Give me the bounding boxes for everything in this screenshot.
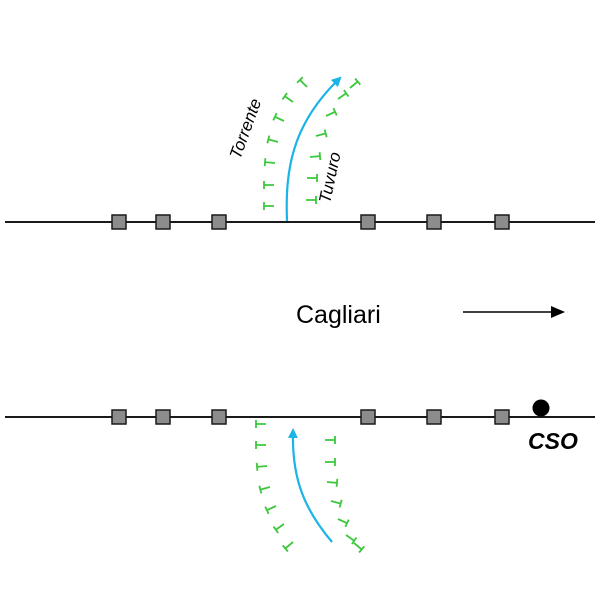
- vegetation-icon: [255, 462, 268, 471]
- vegetation-icon: [326, 478, 339, 487]
- upper-road: [5, 214, 595, 230]
- vegetation-icon: [296, 76, 308, 88]
- river-flow-arrow: [287, 428, 333, 543]
- lower-road: [5, 409, 595, 425]
- vegetation-icon: [345, 534, 358, 545]
- cso-label: CSO: [528, 428, 578, 454]
- road-node: [211, 409, 227, 425]
- road-node: [426, 214, 442, 230]
- vegetation-icon: [315, 129, 328, 138]
- vegetation-icon: [306, 196, 317, 204]
- vegetation-icon: [258, 485, 271, 494]
- vegetation-icon: [325, 436, 336, 444]
- vegetation-icon: [349, 77, 361, 89]
- vegetation-icon: [263, 181, 274, 189]
- road-node: [155, 214, 171, 230]
- river-label-torrente: Torrente: [226, 96, 265, 161]
- vegetation-icon: [325, 107, 338, 117]
- vegetation-icon: [272, 523, 285, 534]
- vegetation-icon: [309, 152, 322, 161]
- vegetation-icon: [263, 158, 276, 167]
- road-node: [494, 409, 510, 425]
- vegetation-icon: [266, 135, 279, 144]
- vegetation-icon: [337, 89, 350, 100]
- vegetation-icon: [330, 499, 343, 508]
- road-node: [111, 214, 127, 230]
- cso-point: [532, 399, 550, 417]
- road-node: [360, 214, 376, 230]
- upper-river: [263, 76, 361, 222]
- vegetation-markers: [263, 76, 361, 210]
- road-node: [360, 409, 376, 425]
- road-node: [211, 214, 227, 230]
- vegetation-icon: [272, 112, 285, 122]
- vegetation-icon: [281, 92, 294, 103]
- vegetation-icon: [255, 441, 266, 449]
- vegetation-markers: [255, 420, 365, 554]
- river-flow-arrow: [285, 76, 342, 222]
- vegetation-icon: [307, 174, 318, 182]
- road-node: [111, 409, 127, 425]
- vegetation-icon: [255, 420, 266, 428]
- vegetation-icon: [353, 542, 365, 554]
- road-node: [426, 409, 442, 425]
- direction-label-cagliari: Cagliari: [296, 301, 381, 329]
- vegetation-icon: [263, 202, 274, 210]
- road-node: [155, 409, 171, 425]
- vegetation-icon: [337, 518, 350, 528]
- road-node: [494, 214, 510, 230]
- lower-river: [255, 420, 365, 554]
- vegetation-icon: [325, 458, 336, 466]
- vegetation-icon: [282, 541, 294, 553]
- vegetation-icon: [264, 505, 277, 515]
